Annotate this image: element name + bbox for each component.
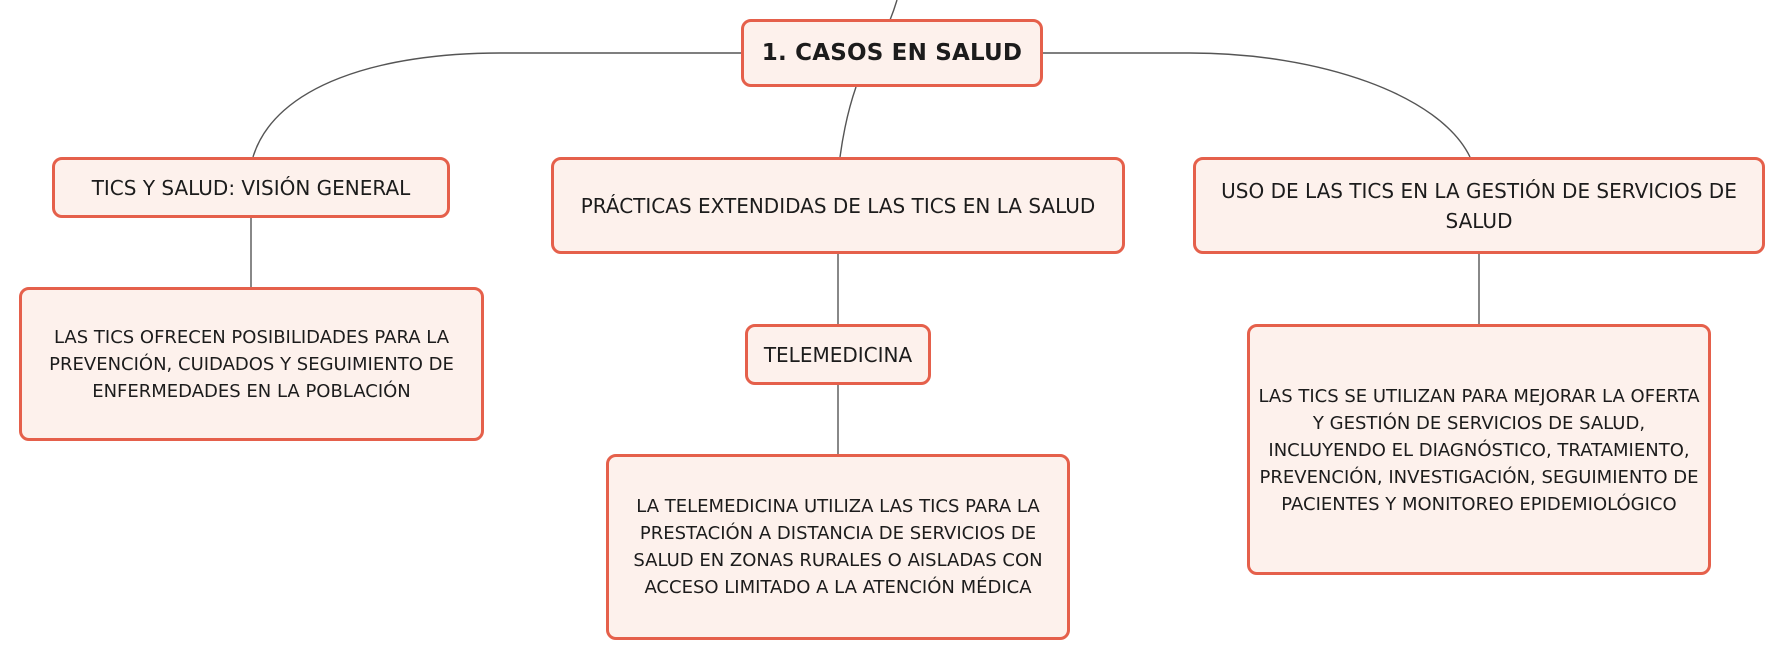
branch-node-tics-y-salud[interactable]: TICS Y SALUD: VISIÓN GENERAL xyxy=(52,157,450,218)
connector-root-parent xyxy=(889,0,898,21)
root-node[interactable]: 1. CASOS EN SALUD xyxy=(741,19,1043,87)
leaf-node-prevencion[interactable]: LAS TICS OFRECEN POSIBILIDADES PARA LA P… xyxy=(19,287,484,441)
connector-root-branch-2 xyxy=(839,86,857,158)
subbranch-node-telemedicina[interactable]: TELEMEDICINA xyxy=(745,324,931,385)
leaf-node-label: LA TELEMEDICINA UTILIZA LAS TICS PARA LA… xyxy=(633,496,1043,598)
branch-node-label: PRÁCTICAS EXTENDIDAS DE LAS TICS EN LA S… xyxy=(580,193,1096,218)
branch-node-label: TICS Y SALUD: VISIÓN GENERAL xyxy=(91,175,411,200)
connector-root-branch-1 xyxy=(252,52,741,158)
branch-node-uso-gestion[interactable]: USO DE LAS TICS EN LA GESTIÓN DE SERVICI… xyxy=(1193,157,1765,254)
leaf-node-gestion-descripcion[interactable]: LAS TICS SE UTILIZAN PARA MEJORAR LA OFE… xyxy=(1247,324,1711,575)
leaf-node-telemedicina-descripcion[interactable]: LA TELEMEDICINA UTILIZA LAS TICS PARA LA… xyxy=(606,454,1070,640)
branch-node-label: USO DE LAS TICS EN LA GESTIÓN DE SERVICI… xyxy=(1221,178,1737,233)
leaf-node-label: LAS TICS OFRECEN POSIBILIDADES PARA LA P… xyxy=(49,326,454,402)
root-node-label: 1. CASOS EN SALUD xyxy=(761,40,1023,66)
connector-root-branch-3 xyxy=(1042,52,1471,158)
branch-node-practicas-extendidas[interactable]: PRÁCTICAS EXTENDIDAS DE LAS TICS EN LA S… xyxy=(551,157,1125,254)
subbranch-node-label: TELEMEDICINA xyxy=(763,342,913,367)
leaf-node-label: LAS TICS SE UTILIZAN PARA MEJORAR LA OFE… xyxy=(1258,386,1700,515)
